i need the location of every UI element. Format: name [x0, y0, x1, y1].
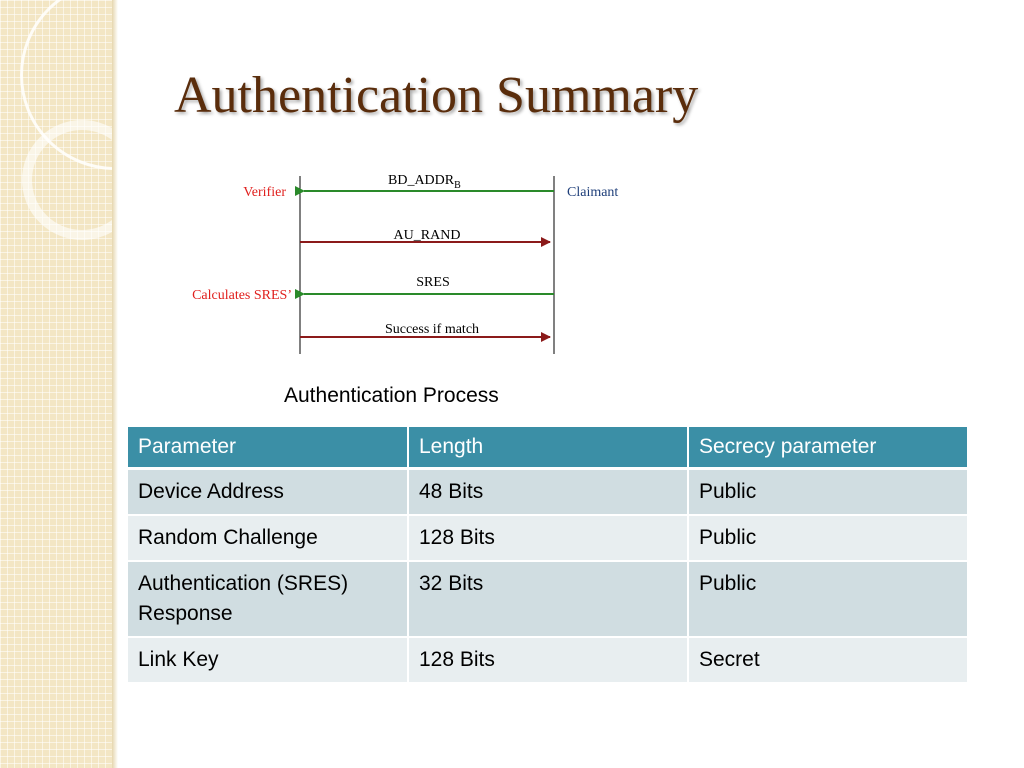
- authentication-parameters-table: Parameter Length Secrecy parameter Devic…: [128, 427, 969, 684]
- cell-length: 48 Bits: [408, 468, 689, 516]
- cell-parameter: Random Challenge: [128, 515, 409, 562]
- table-row: Authentication (SRES) Response 32 Bits P…: [128, 561, 969, 638]
- diagram-caption: Authentication Process: [284, 384, 499, 407]
- verifier-label: Verifier: [243, 185, 286, 200]
- cell-secrecy: Public: [688, 468, 969, 516]
- table-header-row: Parameter Length Secrecy parameter: [128, 427, 969, 470]
- message-label-success: Success if match: [385, 322, 479, 337]
- header-secrecy-parameter: Secrecy parameter: [688, 427, 969, 470]
- table-row: Random Challenge 128 Bits Public: [128, 515, 969, 562]
- decorative-side-strip: [0, 0, 112, 768]
- side-strip-edge: [112, 0, 118, 768]
- cell-parameter: Device Address: [128, 468, 409, 516]
- message-label-bd-addr: BD_ADDRB: [388, 173, 461, 191]
- message-label-sres: SRES: [416, 275, 449, 290]
- claimant-label: Claimant: [567, 185, 618, 200]
- table-row: Device Address 48 Bits Public: [128, 468, 969, 516]
- cell-secrecy: Public: [688, 515, 969, 562]
- message-label-subscript: B: [454, 180, 461, 191]
- cell-length: 128 Bits: [408, 637, 689, 684]
- decorative-ring: [22, 120, 112, 240]
- slide-title: Authentication Summary: [174, 67, 699, 124]
- cell-parameter: Link Key: [128, 637, 409, 684]
- cell-secrecy: Public: [688, 561, 969, 638]
- cell-parameter: Authentication (SRES) Response: [128, 561, 409, 638]
- cell-length: 128 Bits: [408, 515, 689, 562]
- header-parameter: Parameter: [128, 427, 409, 470]
- message-label-au-rand: AU_RAND: [394, 228, 461, 243]
- cell-length: 32 Bits: [408, 561, 689, 638]
- header-length: Length: [408, 427, 689, 470]
- message-label-text: BD_ADDR: [388, 173, 455, 188]
- verifier-calculation-note: Calculates SRES’: [192, 288, 292, 303]
- table-row: Link Key 128 Bits Secret: [128, 637, 969, 684]
- cell-secrecy: Secret: [688, 637, 969, 684]
